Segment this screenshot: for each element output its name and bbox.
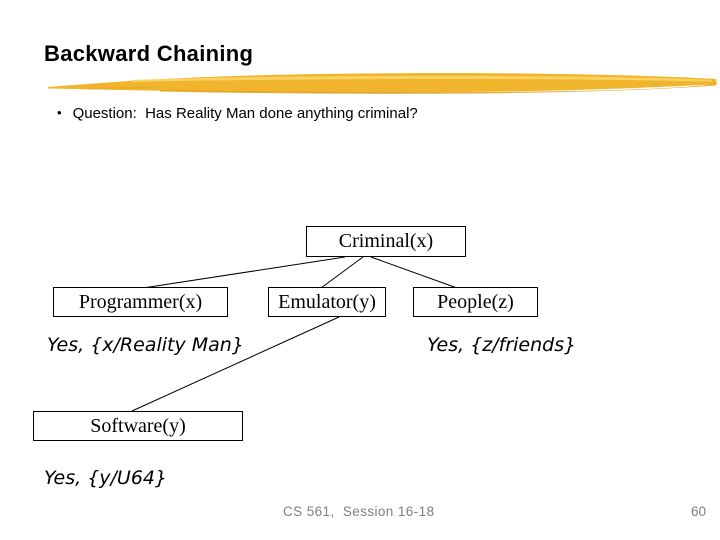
tree-node-programmer: Programmer(x) <box>53 287 228 317</box>
footer-course-label: CS 561, Session 16-18 <box>283 504 435 519</box>
tree-node-criminal: Criminal(x) <box>306 226 466 257</box>
tree-node-emulator-label: Emulator(y) <box>278 290 376 313</box>
edge-criminal-programmer <box>142 256 346 289</box>
tree-node-programmer-label: Programmer(x) <box>78 290 203 313</box>
bullet-question-text: Question: Has Reality Man done anything … <box>72 105 418 122</box>
tree-node-emulator: Emulator(y) <box>268 287 386 317</box>
tree-node-software: Software(y) <box>33 411 243 441</box>
title-highlight-stroke-icon <box>48 73 717 94</box>
edge-criminal-people <box>370 256 458 289</box>
tree-node-people: People(z) <box>413 287 538 317</box>
edge-criminal-emulator <box>320 256 364 289</box>
answer-substitution-y: Yes, {y/U64} <box>44 467 168 489</box>
answer-substitution-z: Yes, {z/friends} <box>427 334 577 356</box>
tree-node-people-label: People(z) <box>437 290 514 313</box>
edge-emulator-software <box>131 316 340 412</box>
bullet-line: • Question: Has Reality Man done anythin… <box>57 105 418 122</box>
bullet-marker: • <box>57 105 62 120</box>
slide-title: Backward Chaining <box>44 41 254 66</box>
answer-substitution-x: Yes, {x/Reality Man} <box>47 334 244 356</box>
footer-page-number: 60 <box>691 504 707 519</box>
tree-node-criminal-label: Criminal(x) <box>338 230 434 252</box>
tree-node-software-label: Software(y) <box>90 414 186 437</box>
